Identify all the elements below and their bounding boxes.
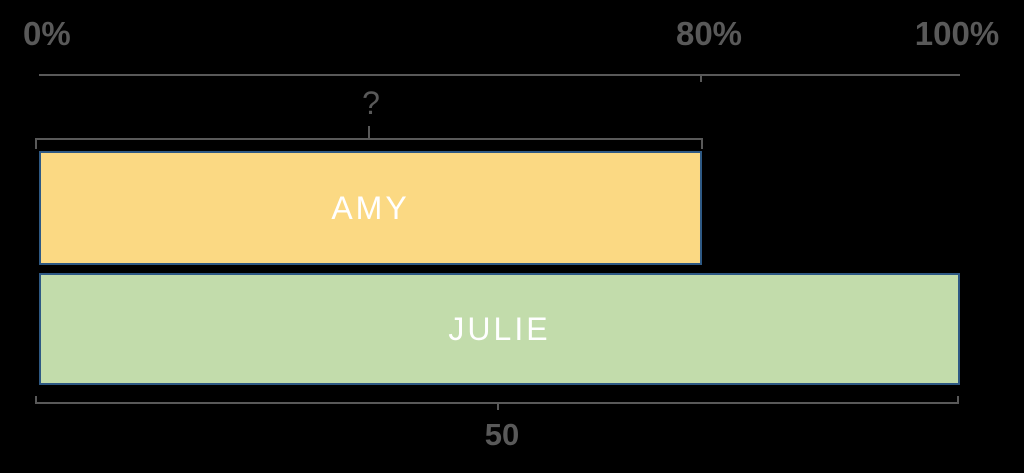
amy-span-bracket <box>35 138 703 149</box>
julie-span-bracket-center-tick <box>497 403 499 410</box>
amy-bar-label: AMY <box>331 190 410 226</box>
amy-span-bracket-center-tick <box>368 126 370 138</box>
percent-axis-line <box>39 74 960 76</box>
axis-label-100-percent: 100% <box>914 15 1000 52</box>
amy-unknown-value-label: ? <box>362 85 380 121</box>
julie-bar: JULIE <box>39 273 960 385</box>
julie-bar-label: JULIE <box>448 311 551 347</box>
axis-tick-80-percent <box>700 76 702 82</box>
axis-label-80-percent: 80% <box>675 15 743 52</box>
axis-label-0-percent: 0% <box>23 15 71 52</box>
julie-total-value-label: 50 <box>484 417 520 452</box>
amy-bar: AMY <box>39 151 702 265</box>
